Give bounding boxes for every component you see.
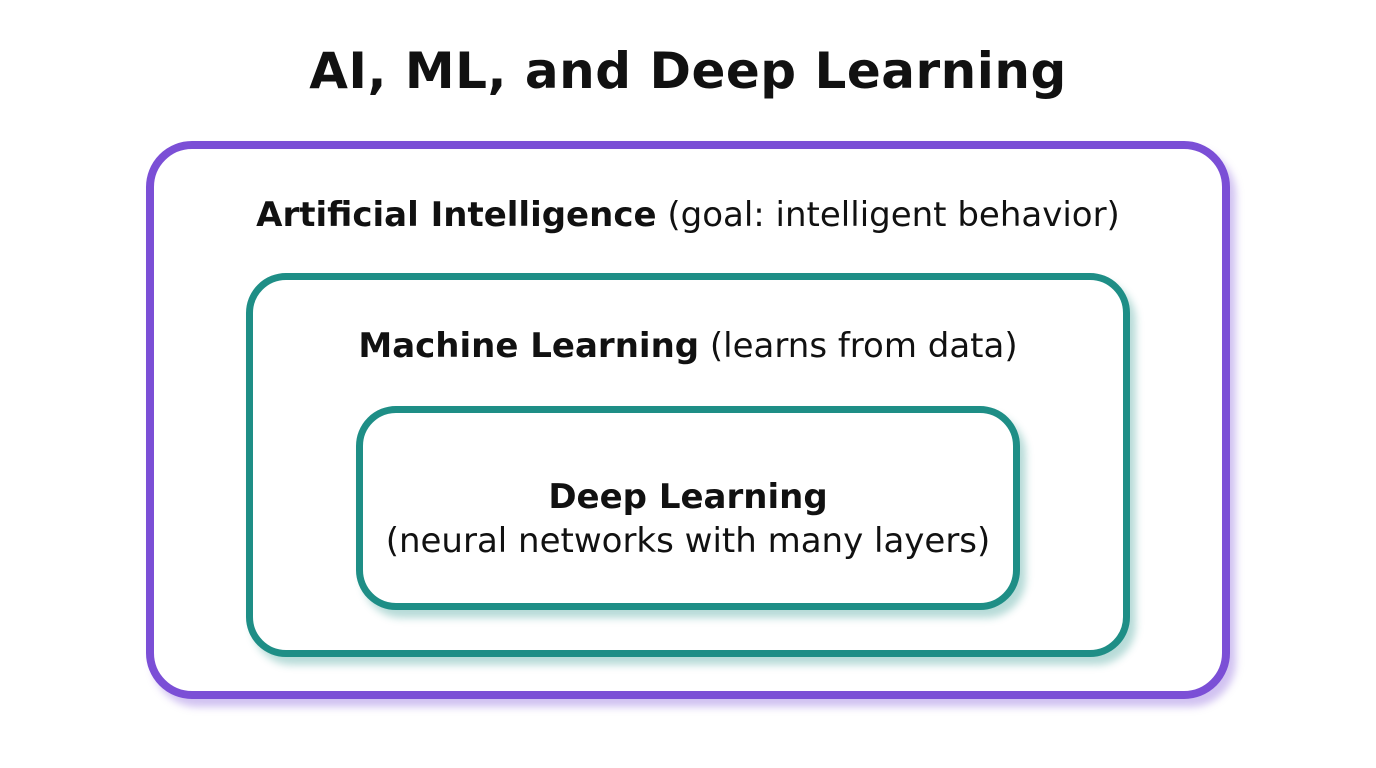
ml-label: Machine Learning (learns from data) (253, 324, 1123, 368)
diagram-title: AI, ML, and Deep Learning (309, 42, 1067, 100)
ml-note: (learns from data) (709, 326, 1018, 366)
ai-label: Artificial Intelligence (goal: intellige… (154, 193, 1222, 237)
dl-box: Deep Learning (neural networks with many… (356, 406, 1020, 610)
ml-name: Machine Learning (358, 326, 700, 366)
ai-name: Artificial Intelligence (256, 195, 657, 235)
dl-name: Deep Learning (548, 477, 828, 517)
ai-note: (goal: intelligent behavior) (667, 195, 1120, 235)
dl-note: (neural networks with many layers) (385, 521, 991, 561)
